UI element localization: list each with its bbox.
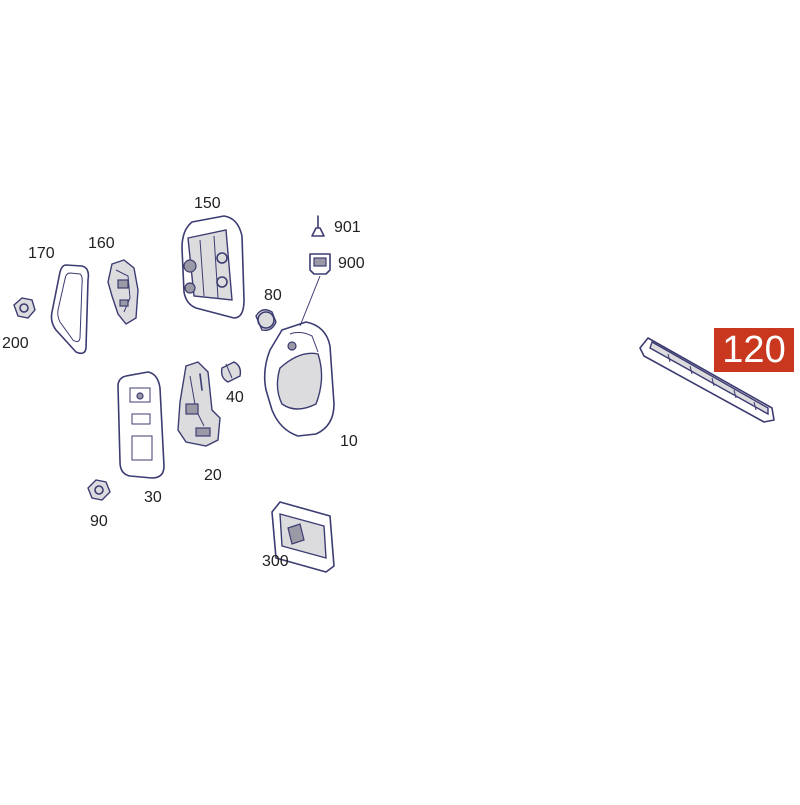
label-30: 30 (144, 489, 162, 506)
part-900-connector[interactable] (309, 253, 331, 275)
label-150: 150 (194, 195, 221, 212)
part-300-plate-light[interactable] (271, 501, 335, 573)
part-20-lock-mechanism[interactable] (177, 361, 221, 447)
label-901: 901 (334, 219, 361, 236)
label-90: 90 (90, 513, 108, 530)
label-120-highlight: 120 (714, 328, 794, 372)
part-120-trim-strip[interactable] (639, 337, 775, 423)
part-901-clip[interactable] (311, 215, 325, 237)
label-170: 170 (28, 245, 55, 262)
part-40-bulb[interactable] (220, 361, 242, 383)
label-10: 10 (340, 433, 358, 450)
part-160-bracket[interactable] (107, 259, 139, 325)
label-200: 200 (2, 335, 29, 352)
part-200-nut[interactable] (13, 297, 36, 319)
label-300: 300 (262, 553, 289, 570)
part-10-door-handle[interactable] (263, 321, 335, 437)
part-30-gasket-plate[interactable] (117, 371, 165, 479)
part-150-lamp-housing[interactable] (181, 215, 245, 319)
leader-line-900 (299, 275, 321, 327)
label-80: 80 (264, 287, 282, 304)
label-20: 20 (204, 467, 222, 484)
label-900: 900 (338, 255, 365, 272)
part-90-nut[interactable] (87, 479, 111, 501)
part-80-bulb[interactable] (255, 309, 277, 332)
part-170-gasket[interactable] (50, 264, 90, 355)
label-40: 40 (226, 389, 244, 406)
label-160: 160 (88, 235, 115, 252)
